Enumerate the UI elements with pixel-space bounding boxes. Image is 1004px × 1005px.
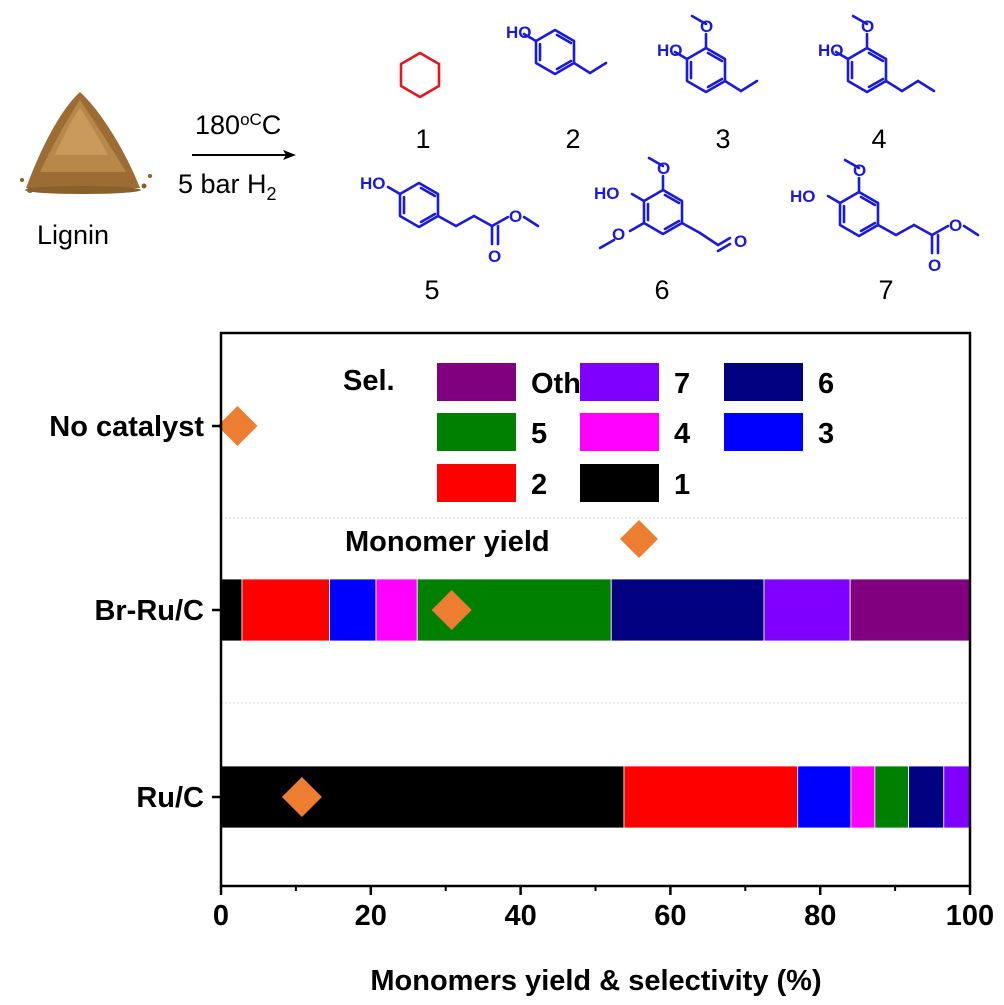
compound-2-structure: HO bbox=[506, 23, 608, 76]
legend-item-monomer-yield: Monomer yield bbox=[345, 520, 658, 558]
bar-br-ru-c-1 bbox=[220, 578, 243, 642]
legend-swatch-2 bbox=[437, 464, 516, 502]
legend-swatch-6 bbox=[724, 363, 803, 401]
lignin-powder-image bbox=[20, 92, 152, 194]
compound-4-hydroxyl: HO bbox=[818, 41, 844, 60]
bar-br-ru-c-2 bbox=[241, 578, 331, 642]
bar-br-ru-c-7 bbox=[763, 578, 851, 642]
compound-4-oxygen: O bbox=[861, 17, 874, 36]
bar-ru-c-6 bbox=[908, 765, 945, 829]
compound-number-5: 5 bbox=[424, 275, 439, 305]
yield-marker-br-ru-c bbox=[431, 590, 472, 630]
legend-swatch-4 bbox=[580, 413, 659, 451]
compound-number-labels: 1 2 3 4 5 6 7 bbox=[415, 124, 893, 305]
legend-swatch-7 bbox=[580, 363, 659, 401]
compound-7-structure: O HO O O bbox=[790, 158, 980, 275]
legend-label-7: 7 bbox=[674, 368, 690, 400]
compound-7-hydroxyl: HO bbox=[790, 187, 816, 206]
bar-br-ru-c-4 bbox=[375, 578, 418, 642]
x-tick-label-100: 100 bbox=[946, 900, 994, 932]
compound-3-oxygen: O bbox=[700, 17, 713, 36]
compound-5-ester-oxygen: O bbox=[509, 207, 522, 226]
compound-6-hydroxyl: HO bbox=[594, 184, 620, 203]
compound-6-oxygen-top: O bbox=[657, 159, 670, 178]
compound-number-6: 6 bbox=[654, 275, 669, 305]
compound-6-structure: O HO O O bbox=[594, 156, 747, 253]
compound-5-structure: HO O O bbox=[360, 174, 540, 266]
bar-ru-c-4 bbox=[850, 765, 876, 829]
bar-ru-c-2 bbox=[623, 765, 799, 829]
bar-ru-c-3 bbox=[797, 765, 852, 829]
lignin-label: Lignin bbox=[37, 220, 109, 250]
legend-label-monomer-yield: Monomer yield bbox=[345, 526, 550, 558]
reaction-scheme: Lignin 180oCC 5 bar H2 HO bbox=[20, 14, 980, 305]
legend-swatch-others bbox=[437, 363, 516, 401]
compound-number-1: 1 bbox=[415, 124, 430, 154]
x-tick-label-40: 40 bbox=[504, 900, 536, 932]
legend-label-1: 1 bbox=[674, 469, 690, 501]
compound-2-hydroxyl: HO bbox=[506, 23, 532, 42]
y-tick-label-ru-c: Ru/C bbox=[136, 782, 204, 814]
x-tick-label-60: 60 bbox=[654, 900, 686, 932]
compound-5-hydroxyl: HO bbox=[360, 174, 386, 193]
yield-marker-ru-c bbox=[281, 777, 322, 817]
y-tick-label-br-ru-c: Br-Ru/C bbox=[94, 595, 204, 627]
bar-br-ru-c-6 bbox=[610, 578, 765, 642]
x-tick-label-80: 80 bbox=[804, 900, 836, 932]
legend-label-3: 3 bbox=[818, 418, 834, 450]
legend-swatch-5 bbox=[437, 413, 516, 451]
x-axis: 0 20 40 60 80 100 bbox=[213, 886, 994, 932]
y-tick-label-no-catalyst: No catalyst bbox=[49, 411, 204, 443]
legend-label-4: 4 bbox=[674, 418, 690, 450]
compound-number-2: 2 bbox=[565, 124, 580, 154]
bar-br-ru-c-others bbox=[849, 578, 971, 642]
x-tick-label-20: 20 bbox=[355, 900, 387, 932]
compound-1-structure bbox=[399, 51, 441, 99]
compound-number-7: 7 bbox=[878, 275, 893, 305]
legend-label-2: 2 bbox=[531, 469, 547, 501]
legend-swatch-1 bbox=[580, 464, 659, 502]
legend-swatch-3 bbox=[724, 413, 803, 451]
legend-title: Sel. bbox=[343, 365, 395, 397]
temperature-suffix: C bbox=[262, 110, 282, 140]
compound-7-ester-oxygen: O bbox=[949, 216, 962, 235]
compound-7-carbonyl-oxygen: O bbox=[928, 256, 941, 275]
compound-3-structure: O HO bbox=[657, 14, 759, 94]
bar-ru-c-5 bbox=[874, 765, 909, 829]
compound-number-4: 4 bbox=[871, 124, 886, 154]
bars-layer bbox=[220, 578, 971, 829]
bar-br-ru-c-3 bbox=[329, 578, 377, 642]
x-axis-title: Monomers yield & selectivity (%) bbox=[370, 965, 821, 997]
pressure-condition: 5 bar H2 bbox=[178, 169, 277, 204]
yield-markers-layer bbox=[217, 406, 472, 817]
y-axis: Ru/C Br-Ru/C No catalyst bbox=[49, 411, 221, 814]
legend-label-5: 5 bbox=[531, 418, 547, 450]
bar-ru-c-7 bbox=[943, 765, 971, 829]
compound-7-methoxy-oxygen: O bbox=[853, 161, 866, 180]
legend-swatch-monomer-yield bbox=[620, 520, 658, 558]
compound-5-carbonyl-oxygen: O bbox=[488, 247, 501, 266]
bar-ru-c-1 bbox=[220, 765, 625, 829]
compound-3-hydroxyl: HO bbox=[657, 41, 683, 60]
legend-label-6: 6 bbox=[818, 368, 834, 400]
stacked-bar-chart: 0 20 40 60 80 100 Ru/C Br-Ru/C No catalyst Mono… bbox=[49, 331, 994, 997]
temperature-condition: 180oCC bbox=[195, 110, 281, 140]
compound-6-aldehyde-oxygen: O bbox=[734, 232, 747, 251]
reaction-arrow bbox=[192, 150, 296, 160]
compound-6-oxygen-left: O bbox=[612, 225, 625, 244]
compound-4-structure: O HO bbox=[818, 14, 936, 94]
x-tick-label-0: 0 bbox=[213, 900, 229, 932]
yield-marker-no-catalyst bbox=[217, 406, 258, 446]
compound-number-3: 3 bbox=[715, 124, 730, 154]
